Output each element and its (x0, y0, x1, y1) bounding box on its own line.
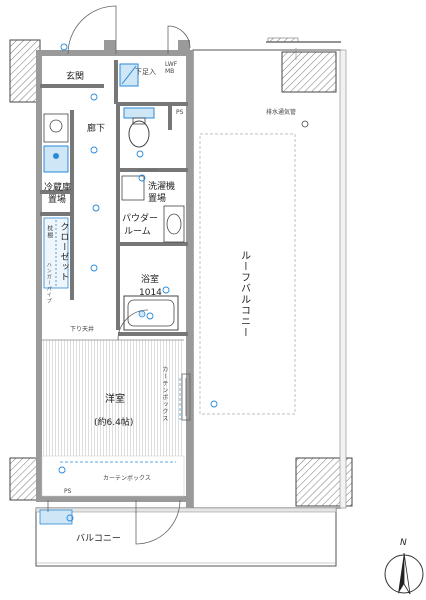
doors (47, 5, 191, 545)
drain-label: 排水通気管 (266, 109, 297, 116)
compass-north-label: N (400, 538, 407, 548)
washer-space-label-1: 洗濯機 (148, 182, 176, 192)
entrance-label: 玄関 (66, 72, 85, 82)
western-room-label: 洋室 (105, 394, 125, 405)
lwf-mb-label: LWF MB (165, 61, 178, 75)
powder-room-label-1: パウダー (122, 214, 159, 224)
western-room-area-label: (約6.4帖) (94, 418, 134, 428)
shoe-closet-label: 下足入 (135, 68, 156, 76)
western-room-floor (42, 340, 184, 456)
bathroom-label: 浴室 (141, 275, 160, 285)
western-room-floor-lower (41, 455, 185, 497)
fixtures (43, 43, 218, 522)
curtain-box-side-label: カーテンボックス (160, 366, 168, 422)
unit-walls (9, 39, 193, 508)
balcony-label: バルコニー (76, 534, 121, 544)
bathroom-size-label: 1014 (139, 288, 162, 298)
hallway-label: 廊下 (87, 124, 106, 134)
compass-icon (384, 552, 424, 595)
roof-balcony-area (192, 37, 353, 509)
washer-space-label-2: 置場 (148, 194, 167, 204)
closet-label: クローゼット (58, 222, 69, 282)
fridge-space-label-2: 置場 (48, 195, 67, 205)
powder-room-label-2: ルーム (124, 227, 151, 237)
partitions (40, 60, 188, 336)
curtain-box-bottom-label: カーテンボックス (103, 475, 151, 482)
closet-shelf-label: 枕棚 (45, 225, 53, 239)
ps-top-label: PS (176, 109, 184, 116)
balcony-area (35, 507, 337, 567)
closet-hanger-label: ハンガーパイプ (45, 262, 52, 304)
fridge-space-label-1: 冷蔵庫 (44, 183, 72, 193)
ceiling-drop-label: 下り天井 (70, 326, 95, 333)
ps-bottom-label: PS (64, 488, 72, 495)
roof-balcony-label: ルーフバルコニー (238, 250, 250, 338)
